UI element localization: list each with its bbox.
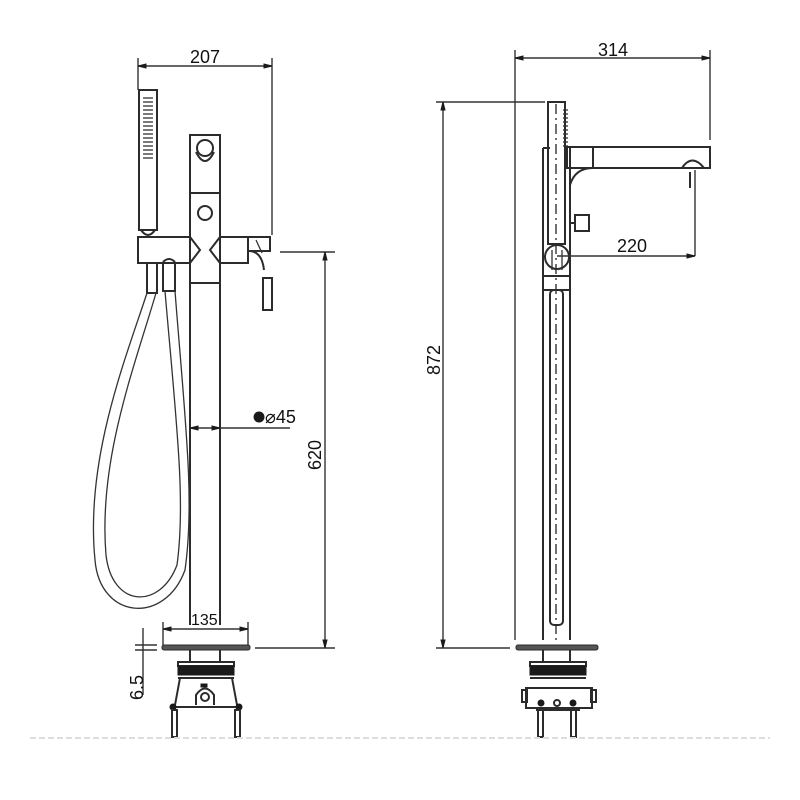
- dimension-620: 620: [255, 251, 335, 649]
- dimension-207: 207: [137, 47, 273, 235]
- dim-label-314: 314: [598, 40, 628, 60]
- dim-label-872: 872: [424, 345, 444, 375]
- dimension-6-5: 6.5: [127, 628, 157, 700]
- side-hand-shower: [547, 101, 568, 640]
- dim-label-6-5: 6.5: [127, 675, 147, 700]
- shower-hose: [92, 258, 190, 609]
- side-base-assembly: [515, 644, 599, 738]
- dimension-220: 220: [557, 170, 696, 259]
- dimension-872: 872: [424, 101, 545, 649]
- dim-label-620: 620: [305, 440, 325, 470]
- dimension-314: 314: [514, 40, 711, 640]
- dim-label-45: ⌀45: [265, 407, 296, 427]
- hand-shower: [138, 89, 158, 236]
- dimension-45: ⌀45: [189, 407, 296, 431]
- side-body-spout: [542, 146, 711, 640]
- front-view: 207: [92, 47, 335, 738]
- dim-label-135: 135: [191, 612, 218, 629]
- side-view: 314 872: [424, 40, 711, 738]
- front-base-assembly: [161, 644, 251, 738]
- dim-label-220: 220: [617, 236, 647, 256]
- dimension-135: 135: [162, 612, 249, 645]
- mixer-body: [137, 134, 273, 311]
- dim-label-207: 207: [190, 47, 220, 67]
- column: [189, 263, 221, 625]
